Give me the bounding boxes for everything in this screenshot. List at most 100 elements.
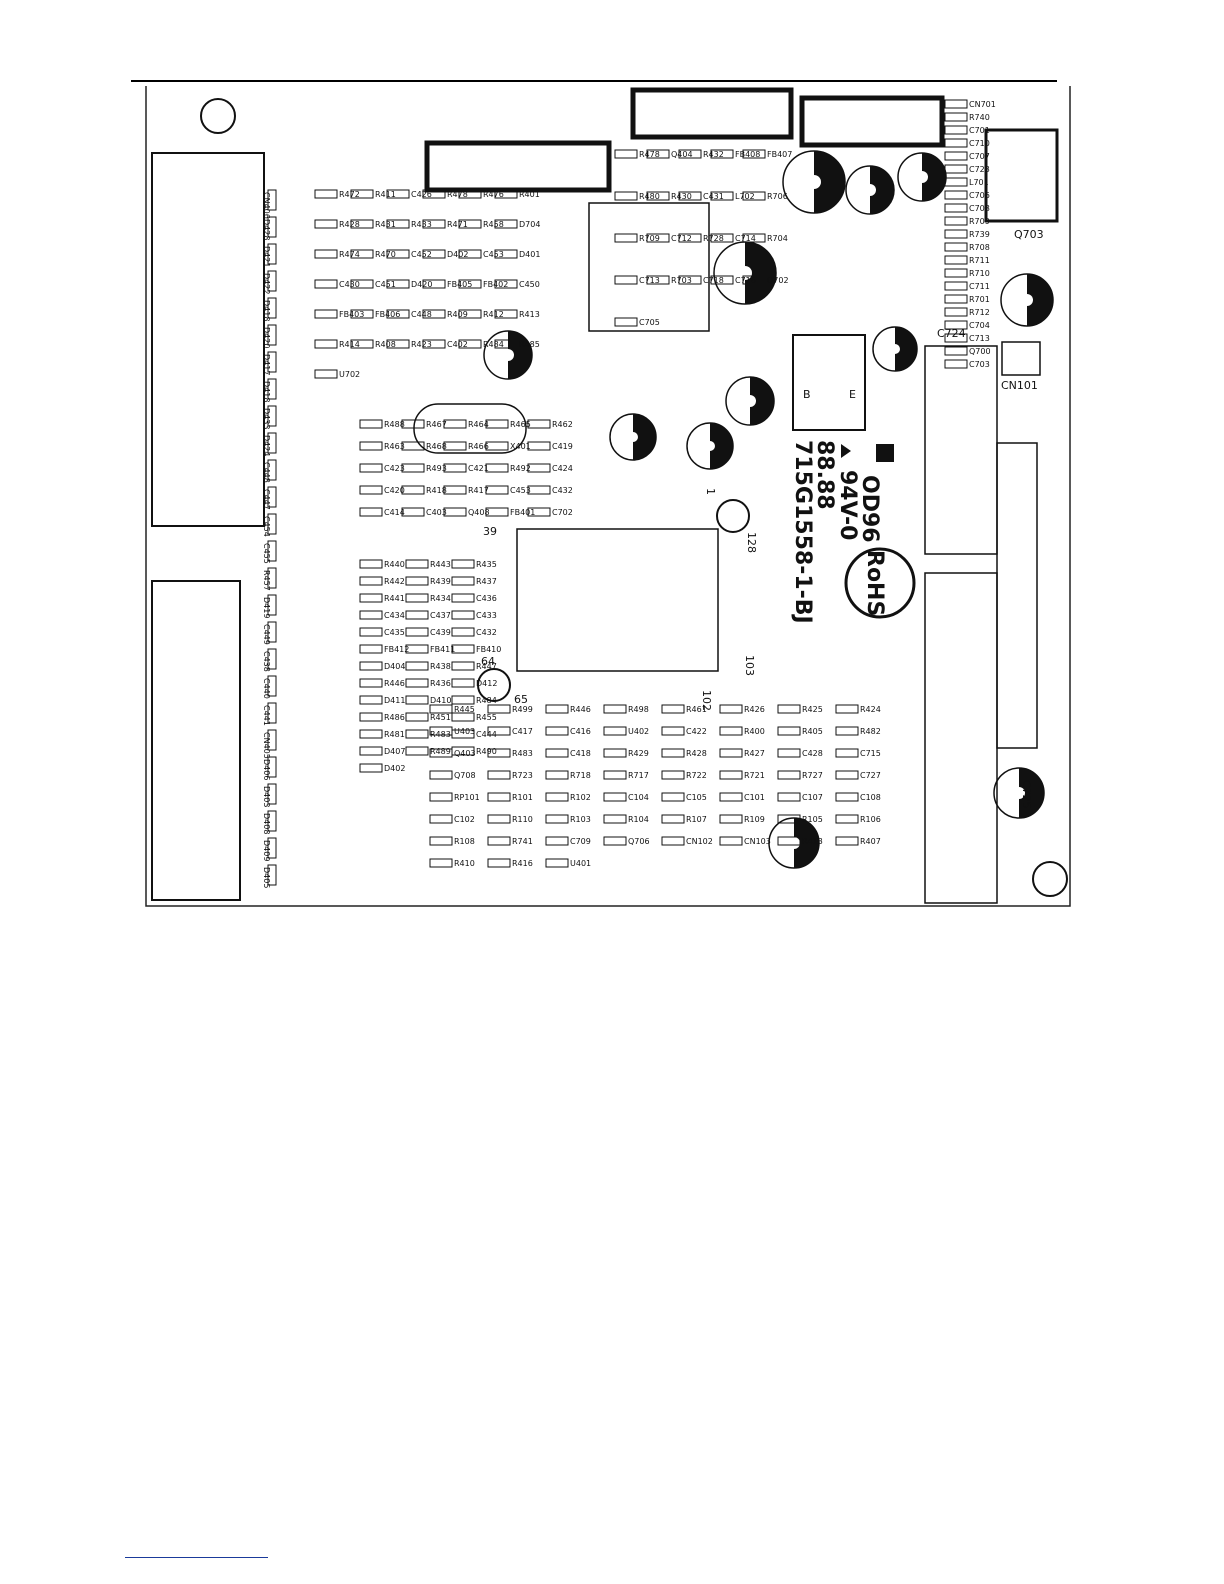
component-d421: D421	[262, 243, 277, 267]
component-label: R438	[430, 662, 451, 671]
component-label: C707	[969, 152, 990, 161]
component-r102: R102	[545, 792, 591, 802]
component-label: R484	[476, 696, 497, 705]
component-r428: R428	[314, 219, 360, 229]
component-label: R434	[430, 594, 451, 603]
component-d406: D406	[262, 756, 277, 780]
component-fb402: FB402	[458, 279, 508, 289]
component-r474: R474	[314, 249, 360, 259]
component-label: R423	[411, 340, 432, 349]
capacitor-c707	[845, 165, 895, 215]
component-label: R437	[476, 577, 497, 586]
component-label: C438	[262, 651, 271, 672]
capacitor-c414	[609, 413, 657, 461]
component-r478: R478	[614, 149, 660, 159]
component-label: R492	[510, 464, 531, 473]
component-d409: D409	[262, 837, 277, 861]
component-label: R428	[686, 749, 707, 758]
component-cn405: CN405	[262, 729, 277, 759]
connector-cn103	[924, 345, 998, 555]
component-label: C702	[552, 508, 573, 517]
component-c723: C723	[944, 164, 990, 174]
component-r412: R412	[458, 309, 504, 319]
component-r455: R455	[451, 712, 497, 722]
component-fb407: FB407	[742, 149, 792, 159]
component-c414: C414	[359, 507, 405, 517]
c725-label: C725	[1020, 780, 1033, 809]
component-label: R728	[703, 234, 724, 243]
component-label: R484	[483, 340, 504, 349]
component-label: R463	[384, 442, 405, 451]
component-label: R439	[430, 577, 451, 586]
component-c402: C402	[422, 339, 468, 349]
transistor-q702	[792, 334, 866, 431]
component-c421: C421	[443, 463, 489, 473]
component-r430: R430	[646, 191, 692, 201]
component-label: C414	[384, 508, 405, 517]
component-r463: R463	[359, 441, 405, 451]
component-label: C455	[262, 543, 271, 564]
component-c452: C452	[386, 249, 432, 259]
component-label: R740	[969, 113, 990, 122]
component-c423: C423	[359, 463, 405, 473]
component-label: D704	[519, 220, 540, 229]
component-r457: R457	[262, 567, 277, 591]
component-l702: L702	[710, 191, 755, 201]
component-c426: C426	[386, 189, 432, 199]
component-c102: C102	[429, 814, 475, 824]
component-r405: R405	[777, 726, 823, 736]
component-x401: X401	[485, 441, 531, 451]
component-label: R480	[639, 192, 660, 201]
component-label: R461	[686, 705, 707, 714]
component-label: C436	[476, 594, 497, 603]
component-label: C108	[860, 793, 881, 802]
connector-cn401	[630, 87, 794, 140]
component-c436: C436	[451, 593, 497, 603]
component-u403: U403	[429, 726, 475, 736]
component-c428: C428	[777, 748, 823, 758]
component-label: Q706	[628, 837, 650, 846]
component-label: R411	[375, 190, 396, 199]
component-c713: C713	[944, 333, 990, 343]
component-label: U702	[339, 370, 360, 379]
component-label: R465	[510, 420, 531, 429]
component-label: D405	[262, 867, 271, 888]
component-label: D411	[384, 696, 405, 705]
component-c439: C439	[405, 627, 451, 637]
component-c707: C707	[944, 151, 990, 161]
component-d402: D402	[422, 249, 468, 259]
component-label: FB412	[384, 645, 409, 654]
component-c718: C718	[678, 275, 724, 285]
component-u401: U401	[545, 858, 591, 868]
component-r441: R441	[359, 593, 405, 603]
component-c710: C710	[944, 138, 990, 148]
component-c420: C420	[359, 485, 405, 495]
component-label: R436	[430, 679, 451, 688]
component-label: C417	[512, 727, 533, 736]
component-d422: D422	[262, 270, 277, 294]
component-label: C452	[411, 250, 432, 259]
component-label: R711	[969, 256, 990, 265]
component-r467: R467	[401, 419, 447, 429]
component-label: R704	[767, 234, 788, 243]
component-d403: D403	[262, 783, 277, 807]
component-label: C107	[802, 793, 823, 802]
pad-e-label: E	[849, 388, 856, 401]
component-label: C708	[969, 204, 990, 213]
component-r727: R727	[777, 770, 823, 780]
component-c403: C403	[401, 507, 447, 517]
component-label: R416	[512, 859, 533, 868]
component-label: R741	[512, 837, 533, 846]
pin-65-label: 65	[514, 693, 528, 706]
component-label: C434	[384, 611, 405, 620]
component-d418: D418	[262, 297, 277, 321]
component-label: C444	[476, 730, 497, 739]
component-label: D409	[262, 840, 271, 861]
component-cn701: CN701	[944, 99, 996, 109]
connector-strip	[996, 442, 1038, 749]
component-q702: Q702	[742, 275, 789, 285]
component-label: R413	[519, 310, 540, 319]
footer-link-rule	[125, 1557, 268, 1558]
component-r484: R484	[451, 695, 497, 705]
component-c416: C416	[545, 726, 591, 736]
